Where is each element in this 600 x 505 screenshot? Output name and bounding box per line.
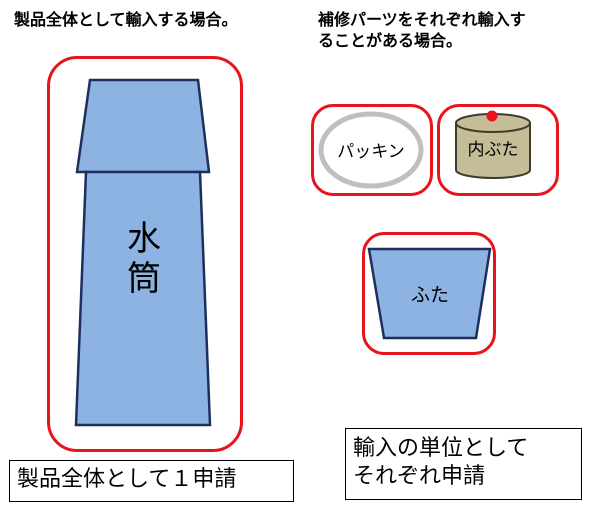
label-separate-application: 輸入の単位として それぞれ申請: [345, 428, 582, 500]
label-whole-application: 製品全体として１申請: [9, 460, 294, 502]
water-bottle: 水 筒: [74, 78, 212, 427]
bottle-label-2: 筒: [127, 259, 161, 299]
inner-lid-body: [455, 123, 531, 179]
lid-label: ふた: [411, 284, 449, 306]
inner-lid-label: 内ぶた: [468, 140, 519, 160]
caption-spare-parts-line2: ることがある場合。: [318, 31, 463, 50]
bottle-body: [74, 170, 212, 427]
caption-whole-product: 製品全体として輸入する場合。: [14, 10, 238, 29]
caption-spare-parts: 補修パーツをそれぞれ輸入す ることがある場合。: [318, 9, 526, 51]
label-separate-line2: それぞれ申請: [353, 464, 486, 489]
packing-frame: [311, 104, 433, 196]
packing: パッキン: [318, 111, 424, 189]
caption-spare-parts-line1: 補修パーツをそれぞれ輸入す: [318, 10, 526, 29]
inner-lid: 内ぶた: [455, 110, 531, 179]
lid: ふた: [367, 247, 492, 340]
bottle-cap: [75, 78, 211, 174]
label-separate-line1: 輸入の単位として: [353, 436, 529, 461]
knob-icon: [486, 110, 498, 122]
packing-ring: [318, 111, 424, 189]
lid-shape: [367, 247, 492, 340]
bottle-label-1: 水: [127, 219, 161, 259]
packing-label: パッキン: [337, 142, 405, 162]
